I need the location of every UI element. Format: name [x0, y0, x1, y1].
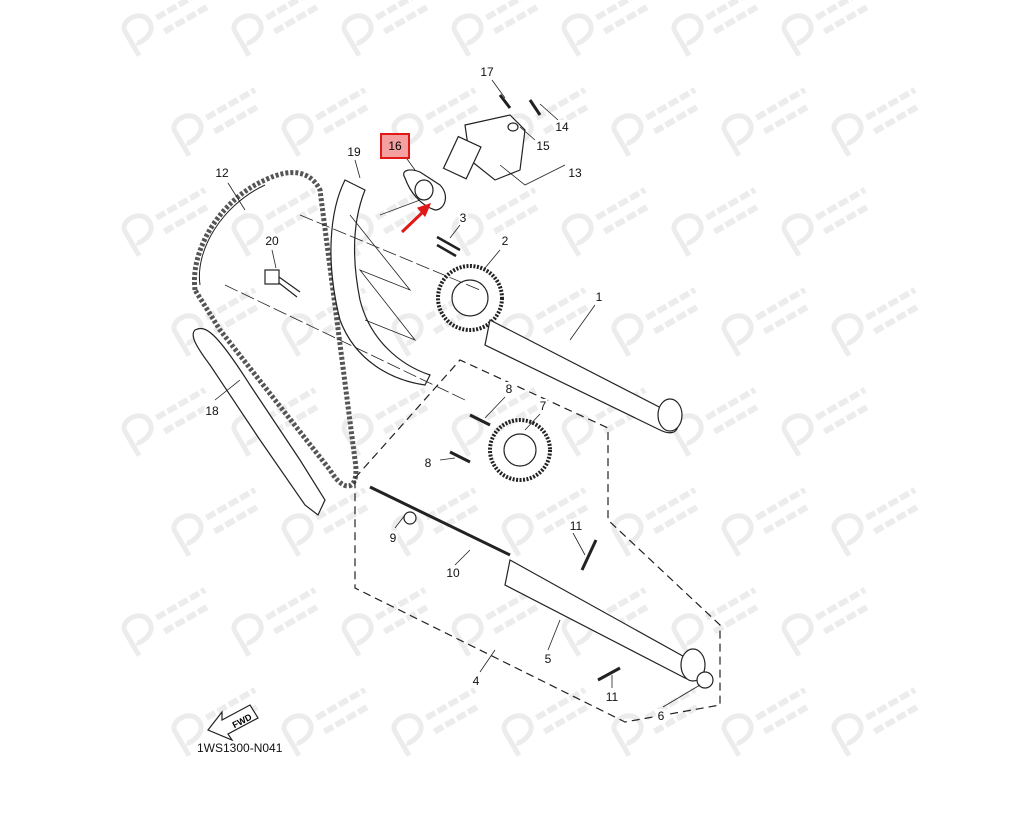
watermark-logo-icon [281, 487, 370, 557]
highlight-arrow-head [416, 203, 432, 218]
watermark-logo-icon [721, 487, 810, 557]
highlight-arrow [400, 208, 427, 234]
callout-20[interactable]: 20 [264, 234, 280, 248]
callout-10[interactable]: 10 [445, 566, 461, 580]
callout-5[interactable]: 5 [543, 652, 553, 666]
callout-17[interactable]: 17 [479, 65, 495, 79]
callout-12[interactable]: 12 [214, 166, 230, 180]
callout-11[interactable]: 11 [604, 690, 620, 704]
callout-8[interactable]: 8 [504, 382, 514, 396]
watermark-logo-icon [171, 87, 260, 157]
watermark-logo-icon [281, 87, 370, 157]
cam-sprocket-7-hub [503, 433, 537, 467]
callout-4[interactable]: 4 [471, 674, 481, 688]
callout-11[interactable]: 11 [568, 519, 584, 533]
diagram-code: 1WS1300-N041 [197, 741, 283, 755]
cam-sprocket-2 [436, 264, 504, 332]
watermark-logo-icon [781, 387, 870, 457]
washer-9 [403, 511, 417, 525]
watermark-logo-icon [121, 587, 210, 657]
circlip-6 [696, 671, 714, 689]
callout-3[interactable]: 3 [458, 211, 468, 225]
callout-2[interactable]: 2 [500, 234, 510, 248]
callout-18[interactable]: 18 [204, 404, 220, 418]
cam-chain-tensioner [442, 114, 526, 181]
chain-guide-18 [192, 327, 326, 516]
callout-6[interactable]: 6 [656, 709, 666, 723]
watermark-logo-icon [561, 0, 650, 57]
watermark-logo-icon [781, 0, 870, 57]
watermark-logo-icon [121, 387, 210, 457]
bolt-20 [264, 269, 301, 298]
cam-chain [191, 170, 359, 489]
leader-lines [214, 79, 701, 708]
watermark-logo-icon [721, 287, 810, 357]
watermark-logo-icon [671, 187, 760, 257]
watermark-logo-icon [341, 0, 430, 57]
pins-11 [580, 539, 621, 682]
watermark-logo-icon [831, 287, 920, 357]
watermark-logo-icon [501, 487, 590, 557]
bolt-3 [436, 235, 461, 258]
watermark-logo-icon [721, 87, 810, 157]
watermark-logo-icon [561, 187, 650, 257]
callout-16-highlighted[interactable]: 16 [380, 133, 410, 159]
watermark-logo-icon [611, 87, 700, 157]
cam-sprocket-7 [488, 418, 552, 482]
gasket-16 [403, 169, 447, 211]
callout-9[interactable]: 9 [388, 531, 398, 545]
gasket-axis-line [379, 199, 421, 216]
watermark-logo-icon [781, 187, 870, 257]
watermark-logo-icon [501, 687, 590, 757]
cam-chain-edge [198, 184, 266, 286]
watermark-logo-icon [391, 87, 480, 157]
callout-1[interactable]: 1 [594, 290, 604, 304]
watermark-logo-icon [781, 587, 870, 657]
watermark-logo-icon [451, 0, 540, 57]
watermark-logo-icon [671, 0, 760, 57]
watermark-logo-icon [341, 587, 430, 657]
watermark-logo-icon [391, 487, 480, 557]
camshaft-5-end [680, 648, 706, 682]
watermark-logo-icon [121, 187, 210, 257]
callout-15[interactable]: 15 [535, 139, 551, 153]
watermark-logo-icon [231, 0, 320, 57]
shaft-10 [369, 485, 511, 557]
watermark-logo-icon [831, 87, 920, 157]
watermark-logo-icon [671, 587, 760, 657]
camshaft-1-end [657, 398, 683, 432]
callout-13[interactable]: 13 [567, 166, 583, 180]
callout-8[interactable]: 8 [423, 456, 433, 470]
cam-sprocket-2-hub [451, 279, 489, 317]
watermark-logo-icon [281, 687, 370, 757]
watermark-logo-icon [171, 487, 260, 557]
watermark-logo-icon [231, 587, 320, 657]
watermark-logo-icon [391, 687, 480, 757]
callout-19[interactable]: 19 [346, 145, 362, 159]
watermark-logo-icon [721, 687, 810, 757]
callout-7[interactable]: 7 [538, 399, 548, 413]
tensioner-bolts [498, 94, 542, 116]
watermark-logo-icon [611, 287, 700, 357]
bolts-8 [449, 413, 491, 464]
watermark-logo-icon [121, 0, 210, 57]
watermark-logo-icon [341, 387, 430, 457]
chain-guide-ribs [349, 214, 417, 341]
callout-14[interactable]: 14 [554, 120, 570, 134]
watermark-logo-icon [231, 187, 320, 257]
watermark-logo-icon [451, 187, 540, 257]
chain-guide-19 [330, 179, 431, 386]
watermark-logo-icon [831, 687, 920, 757]
watermark-logo-icon [171, 287, 260, 357]
watermark-logo-icon [831, 487, 920, 557]
fwd-arrow-icon [207, 704, 259, 742]
